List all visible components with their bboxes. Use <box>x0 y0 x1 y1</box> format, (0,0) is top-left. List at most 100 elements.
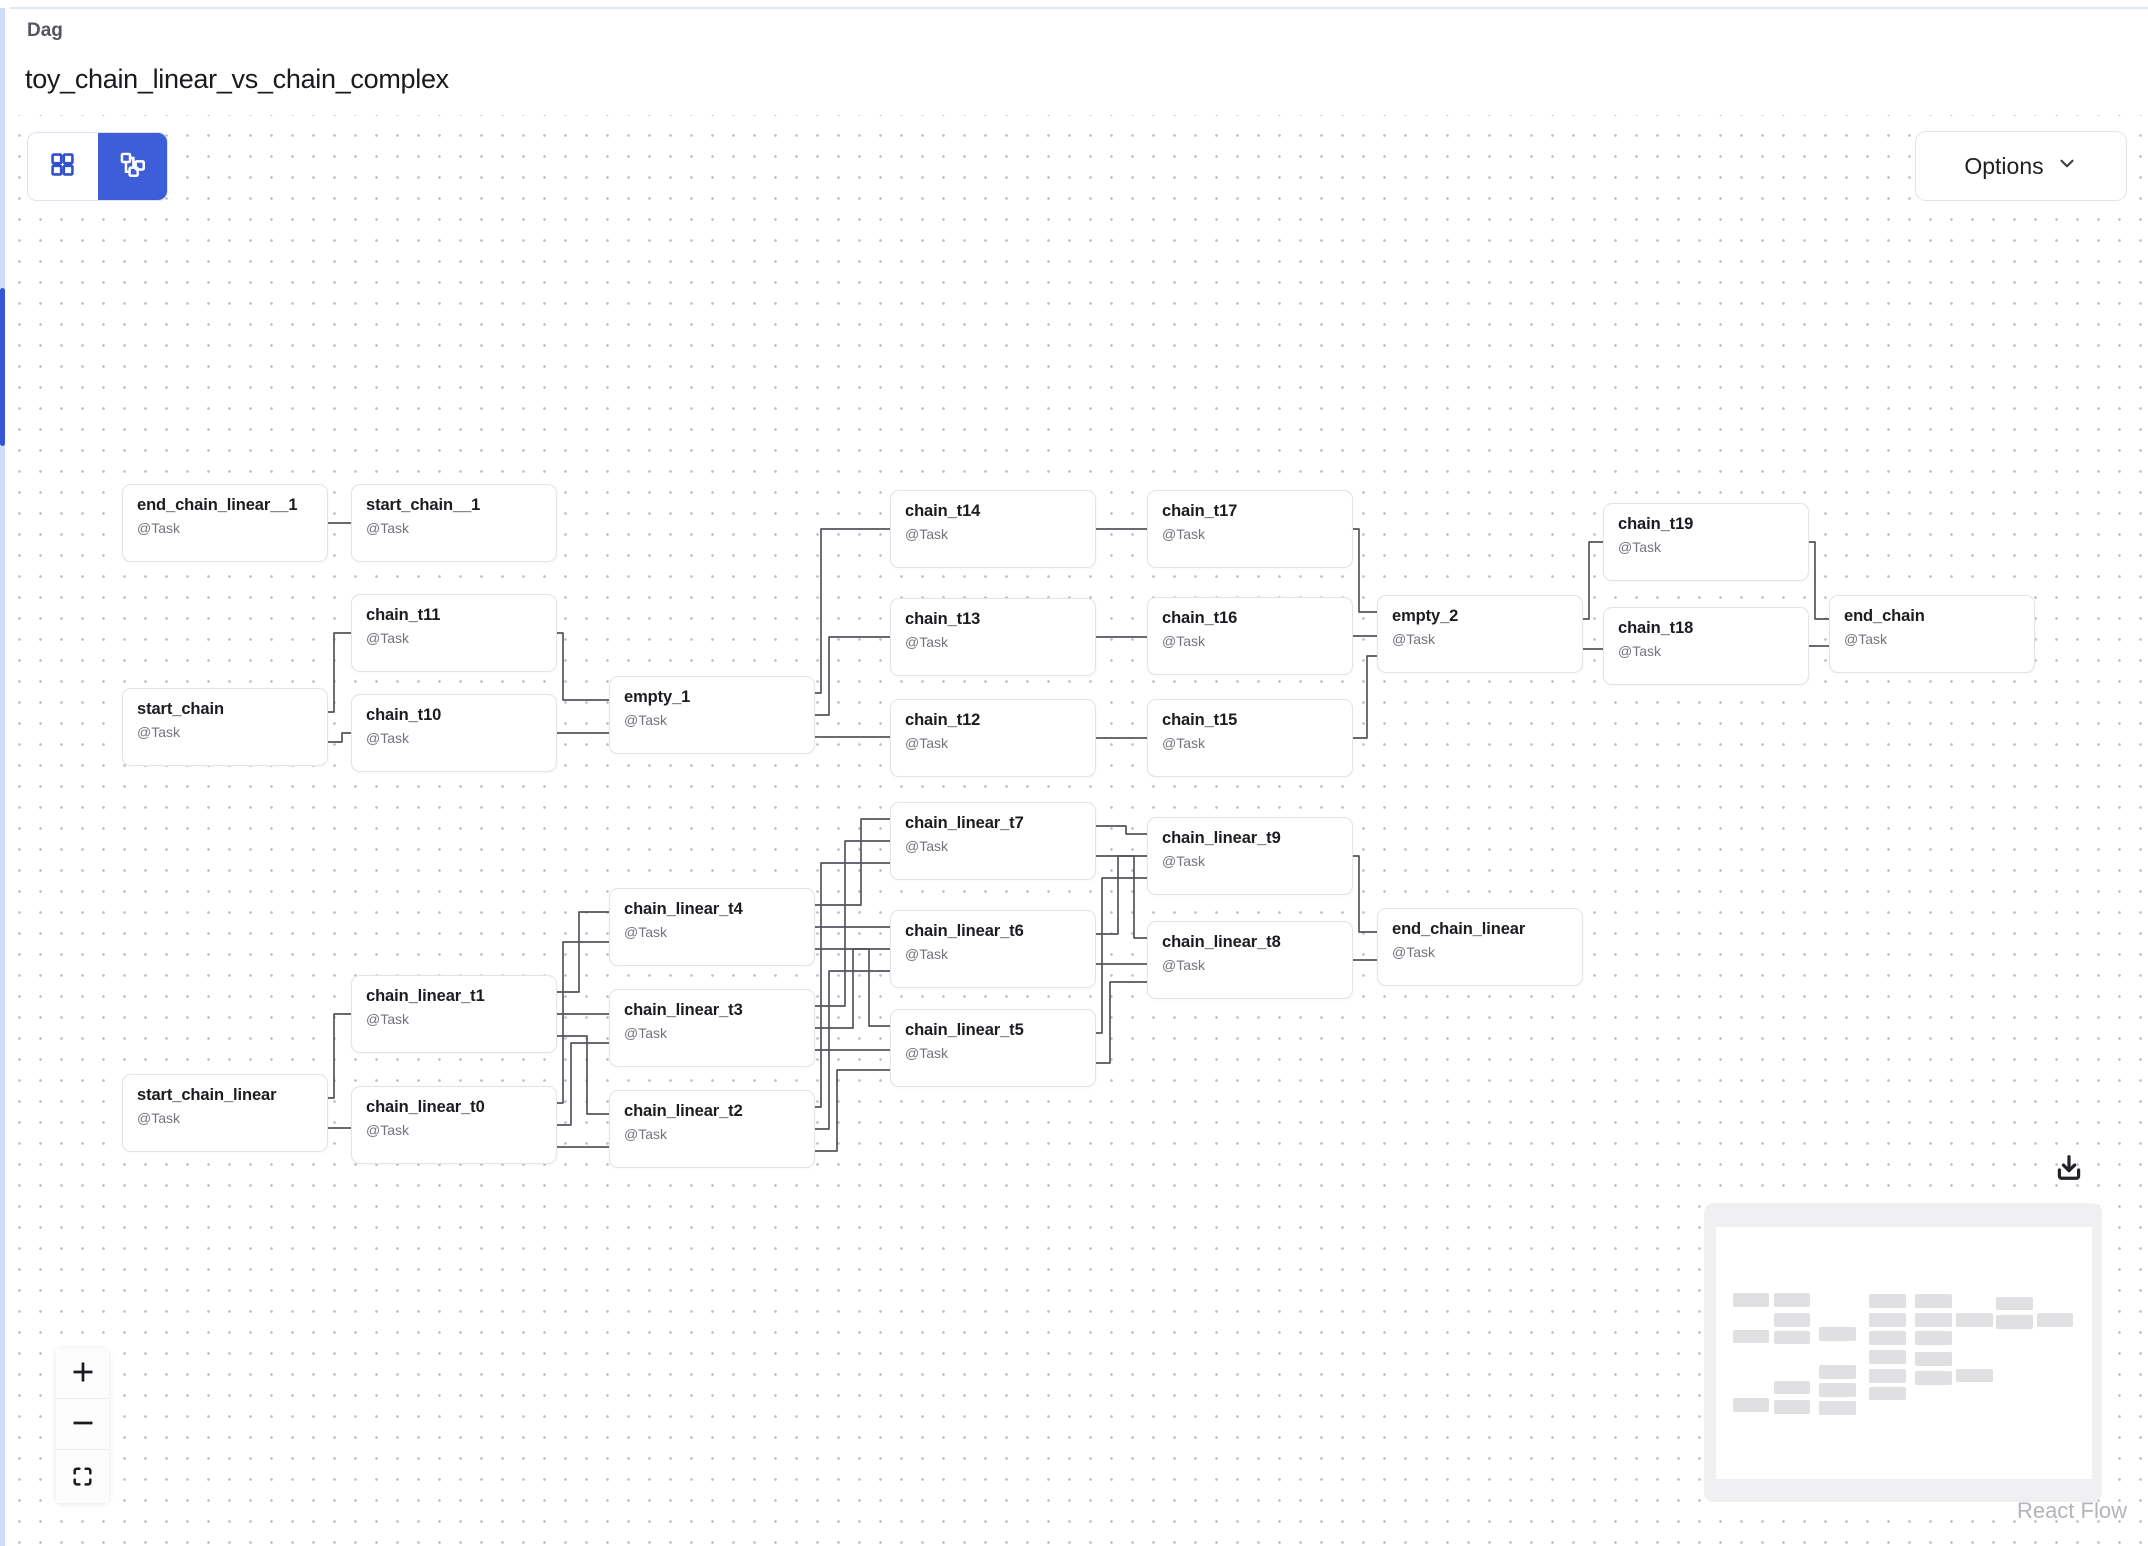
options-button[interactable]: Options <box>1915 131 2127 201</box>
minimap-node <box>1869 1369 1907 1383</box>
node-subtitle: @Task <box>1392 944 1435 960</box>
minimap-node <box>1996 1296 2033 1311</box>
task-node[interactable]: end_chain_linear@Task <box>1377 908 1583 986</box>
minimap-node <box>1915 1313 1952 1328</box>
left-scrollbar-thumb[interactable] <box>0 288 5 446</box>
task-node[interactable]: chain_linear_t3@Task <box>609 989 815 1067</box>
plus-icon <box>70 1359 96 1388</box>
task-node[interactable]: start_chain @Task <box>122 688 328 766</box>
node-title: start_chain <box>137 700 224 718</box>
minimap-node <box>1773 1400 1811 1415</box>
node-subtitle: @Task <box>905 526 948 542</box>
node-title: chain_t18 <box>1618 619 1694 637</box>
node-title: chain_linear_t0 <box>366 1098 485 1116</box>
node-title: chain_linear_t5 <box>905 1021 1024 1039</box>
node-title: chain_linear_t6 <box>905 922 1024 940</box>
node-subtitle: @Task <box>1618 643 1661 659</box>
node-title: chain_linear_t2 <box>624 1102 743 1120</box>
minimap-node <box>1869 1331 1907 1346</box>
node-subtitle: @Task <box>624 924 667 940</box>
minimap-node <box>1732 1329 1770 1344</box>
minimap-node <box>1773 1293 1811 1308</box>
task-node[interactable]: chain_t18 @Task <box>1603 607 1809 685</box>
node-subtitle: @Task <box>624 1025 667 1041</box>
grid-view-button[interactable] <box>28 133 98 200</box>
node-subtitle: @Task <box>366 1122 409 1138</box>
node-subtitle: @Task <box>137 724 180 740</box>
minus-icon <box>70 1410 96 1439</box>
node-title: empty_1 <box>624 688 691 706</box>
minimap-node <box>1773 1380 1811 1395</box>
node-title: chain_linear_t8 <box>1162 933 1281 951</box>
node-title: chain_t11 <box>366 606 441 624</box>
node-subtitle: @Task <box>624 1126 667 1142</box>
node-subtitle: @Task <box>137 520 180 536</box>
minimap-node <box>1819 1327 1857 1342</box>
task-node[interactable]: chain_linear_t7@Task <box>890 802 1096 880</box>
task-node[interactable]: empty_2@Task <box>1377 595 1583 673</box>
task-node[interactable]: chain_t11@Task <box>351 594 557 672</box>
minimap-node <box>1732 1398 1770 1413</box>
task-node[interactable]: chain_t12 @Task <box>890 699 1096 777</box>
minimap-node <box>1819 1401 1857 1415</box>
graph-view-button[interactable] <box>97 133 167 200</box>
page-title: toy_chain_linear_vs_chain_complex <box>25 64 449 94</box>
task-node[interactable]: chain_t19 @Task <box>1603 503 1809 581</box>
grid-icon <box>49 151 76 183</box>
task-node[interactable]: chain_linear_t8 @Task <box>1147 921 1353 999</box>
node-subtitle: @Task <box>366 730 409 746</box>
node-subtitle: @Task <box>1618 539 1661 555</box>
task-node[interactable]: chain_linear_t4@Task <box>609 888 815 966</box>
zoom-in-button[interactable] <box>56 1348 109 1399</box>
zoom-out-button[interactable] <box>56 1399 109 1450</box>
minimap-node <box>1773 1330 1811 1345</box>
minimap-node <box>1996 1315 2033 1329</box>
node-subtitle: @Task <box>905 735 948 751</box>
node-title: chain_t19 <box>1618 515 1694 533</box>
node-subtitle: @Task <box>366 1011 409 1027</box>
minimap-node <box>1773 1312 1811 1327</box>
node-subtitle: @Task <box>366 520 409 536</box>
fit-view-button[interactable] <box>56 1452 109 1503</box>
task-node[interactable]: start_chain_linear@Task <box>122 1074 328 1152</box>
node-title: chain_t12 <box>905 711 981 729</box>
workflow-icon <box>119 151 146 183</box>
download-icon <box>2053 1152 2085 1187</box>
node-subtitle: @Task <box>1844 631 1887 647</box>
task-node[interactable]: chain_linear_t2 @Task <box>609 1090 815 1168</box>
task-node[interactable]: chain_t10@Task <box>351 694 557 772</box>
left-scrollbar-track[interactable] <box>0 8 5 1546</box>
task-node[interactable]: chain_linear_t6@Task <box>890 910 1096 988</box>
task-node[interactable]: chain_t15@Task <box>1147 699 1353 777</box>
node-title: chain_t17 <box>1162 502 1238 520</box>
task-node[interactable]: chain_linear_t1 @Task <box>351 975 557 1053</box>
task-node[interactable]: start_chain__1@Task <box>351 484 557 562</box>
task-node[interactable]: chain_t16@Task <box>1147 597 1353 675</box>
minimap[interactable] <box>1704 1203 2102 1502</box>
task-node[interactable]: empty_1@Task <box>609 676 815 754</box>
fit-view-icon <box>70 1464 95 1492</box>
task-node[interactable]: chain_linear_t9 @Task <box>1147 817 1353 895</box>
task-node[interactable]: end_chain@Task <box>1829 595 2035 673</box>
node-subtitle: @Task <box>1162 957 1205 973</box>
node-subtitle: @Task <box>1162 853 1205 869</box>
task-node[interactable]: end_chain_linear__1@Task <box>122 484 328 562</box>
minimap-node <box>1869 1386 1907 1401</box>
minimap-node <box>1869 1294 1907 1309</box>
task-node[interactable]: chain_t14@Task <box>890 490 1096 568</box>
node-subtitle: @Task <box>1162 735 1205 751</box>
minimap-node <box>1915 1352 1952 1367</box>
task-node[interactable]: chain_t17 @Task <box>1147 490 1353 568</box>
task-node[interactable]: chain_linear_t0 @Task <box>351 1086 557 1164</box>
node-subtitle: @Task <box>1162 633 1205 649</box>
dag-label: Dag <box>27 20 63 41</box>
node-subtitle: @Task <box>1162 526 1205 542</box>
minimap-node <box>1819 1383 1857 1397</box>
download-button[interactable] <box>2050 1150 2088 1188</box>
task-node[interactable]: chain_t13@Task <box>890 598 1096 676</box>
node-subtitle: @Task <box>1392 631 1435 647</box>
task-node[interactable]: chain_linear_t5@Task <box>890 1009 1096 1087</box>
node-title: chain_linear_t1 <box>366 987 485 1005</box>
node-title: chain_linear_t9 <box>1162 829 1281 847</box>
